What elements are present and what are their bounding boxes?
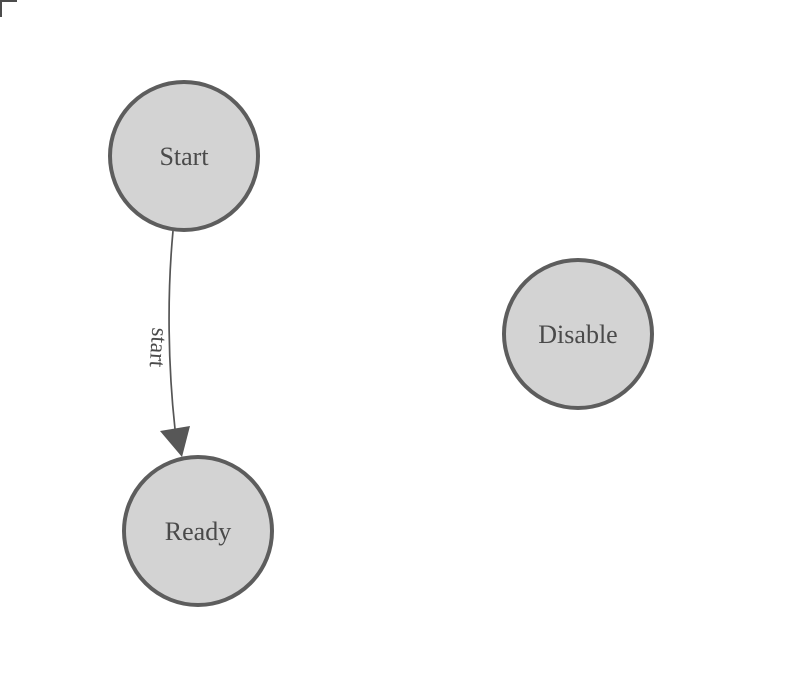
corner-bracket-icon — [0, 0, 17, 17]
node-start[interactable]: Start — [108, 80, 260, 232]
node-start-circle[interactable] — [108, 80, 260, 232]
node-ready-circle[interactable] — [122, 455, 274, 607]
node-ready[interactable]: Ready — [122, 455, 274, 607]
edge-path-start-to-ready[interactable] — [168, 230, 176, 430]
edge-start-to-ready[interactable]: start — [145, 230, 190, 457]
arrowhead-icon — [160, 426, 190, 457]
node-disable-circle[interactable] — [502, 258, 654, 410]
node-disable[interactable]: Disable — [502, 258, 654, 410]
edge-label-start: start — [145, 327, 173, 369]
